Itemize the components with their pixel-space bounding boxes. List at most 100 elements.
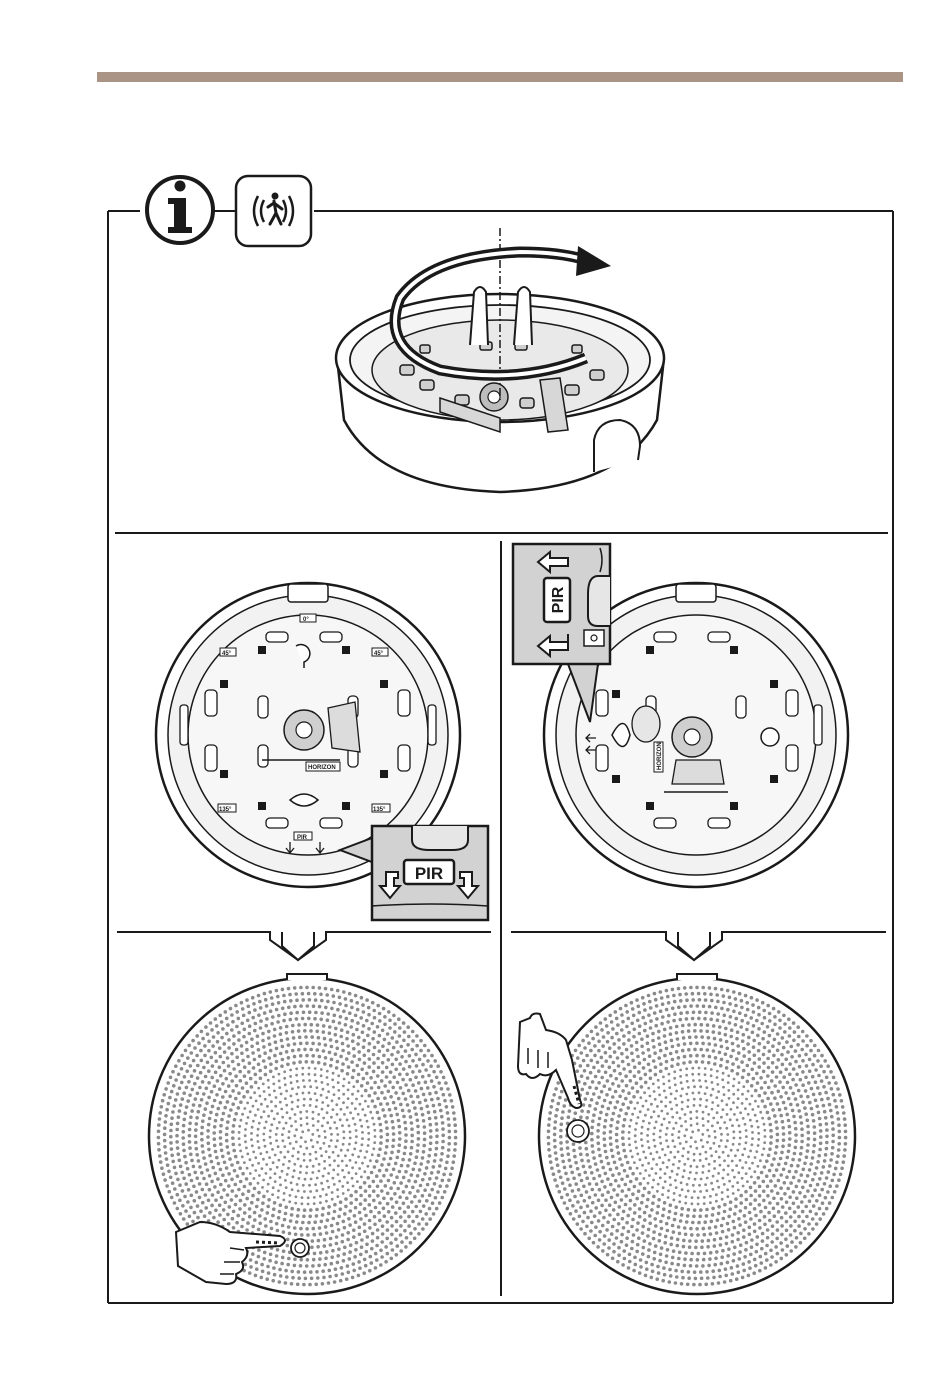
grille-hole: [327, 1090, 330, 1093]
grille-hole: [278, 1073, 281, 1076]
grille-hole: [430, 1054, 434, 1058]
grille-hole: [749, 1186, 753, 1190]
grille-hole: [648, 1069, 652, 1073]
grille-hole: [699, 1098, 702, 1101]
grille-hole: [571, 1204, 575, 1208]
grille-hole: [567, 1115, 571, 1119]
grille-hole: [391, 1120, 395, 1124]
grille-hole: [204, 1025, 208, 1029]
grille-hole: [395, 1040, 399, 1044]
grille-hole: [409, 1152, 413, 1156]
grille-hole: [354, 1014, 358, 1018]
grille-hole: [244, 1134, 247, 1137]
grille-hole: [368, 1042, 372, 1046]
grille-hole: [677, 1056, 681, 1060]
grille-hole: [330, 1116, 333, 1119]
grille-hole: [291, 1276, 295, 1280]
grille-hole: [338, 1021, 342, 1025]
grille-hole: [163, 1126, 167, 1130]
grille-hole: [699, 1190, 702, 1193]
grille-hole: [695, 1227, 699, 1231]
grille-hole: [781, 1145, 785, 1149]
pir-callout-right-label: PIR: [550, 586, 567, 613]
grille-hole: [761, 1153, 764, 1156]
grille-hole: [336, 989, 340, 993]
grille-hole: [321, 1108, 324, 1111]
grille-hole: [361, 1108, 364, 1111]
grille-hole: [620, 1178, 624, 1182]
grille-hole: [556, 1163, 560, 1167]
grille-hole: [739, 1137, 742, 1140]
grille-hole: [383, 1096, 387, 1100]
grille-hole: [257, 1162, 260, 1165]
grille-hole: [285, 1104, 288, 1107]
grille-hole: [351, 1102, 354, 1105]
grille-hole: [195, 1054, 199, 1058]
grille-hole: [395, 1200, 399, 1204]
grille-hole: [445, 1105, 449, 1109]
grille-hole: [716, 1180, 719, 1183]
mounting-base-rotate: [336, 228, 664, 492]
grille-hole: [831, 1196, 835, 1200]
grille-hole: [635, 1228, 639, 1232]
grille-hole: [818, 1148, 822, 1152]
grille-hole: [606, 1190, 610, 1194]
grille-hole: [678, 1200, 681, 1203]
grille-hole: [779, 1114, 783, 1118]
grille-hole: [637, 1189, 641, 1193]
grille-hole: [374, 1252, 378, 1256]
grille-hole: [328, 1275, 332, 1279]
grille-hole: [604, 1051, 608, 1055]
grille-hole: [653, 1110, 656, 1113]
grille-hole: [313, 1202, 316, 1205]
grille-hole: [616, 1193, 620, 1197]
grille-hole: [753, 1258, 757, 1262]
grille-hole: [430, 1098, 434, 1102]
grille-hole: [307, 1129, 310, 1132]
grille-hole: [559, 1129, 563, 1133]
grille-hole: [794, 1146, 798, 1150]
grille-hole: [781, 1036, 785, 1040]
grille-hole: [208, 1117, 212, 1121]
grille-hole: [731, 1233, 735, 1237]
grille-hole: [808, 1168, 812, 1172]
grille-hole: [711, 1213, 715, 1217]
grille-hole: [695, 1147, 698, 1150]
grille-hole: [617, 1222, 621, 1226]
grille-hole: [621, 1060, 625, 1064]
grille-hole: [267, 1115, 270, 1118]
grille-hole: [291, 1024, 295, 1028]
grille-hole: [552, 1093, 556, 1097]
grille-hole: [757, 1013, 761, 1017]
grille-hole: [273, 1273, 277, 1277]
grille-hole: [405, 1236, 409, 1240]
grille-hole: [774, 1184, 778, 1188]
grille-hole: [777, 1179, 781, 1183]
grille-hole: [245, 998, 249, 1002]
grille-hole: [257, 1140, 260, 1143]
grille-hole: [613, 1161, 617, 1165]
grille-hole: [189, 1206, 193, 1210]
grille-hole: [372, 1147, 375, 1150]
grille-hole: [411, 1210, 415, 1214]
grille-hole: [672, 1127, 675, 1130]
grille-hole: [672, 1230, 676, 1234]
grille-hole: [371, 1117, 374, 1120]
grille-hole: [760, 1247, 764, 1251]
grille-hole: [638, 1215, 642, 1219]
grille-hole: [279, 1026, 283, 1030]
grille-hole: [657, 1036, 661, 1040]
grille-hole: [177, 1152, 181, 1156]
grille-hole: [797, 1224, 801, 1228]
grille-hole: [336, 1047, 340, 1051]
grille-hole: [647, 1048, 651, 1052]
grille-hole: [395, 1175, 399, 1179]
grille-hole: [634, 1140, 637, 1143]
grille-hole: [415, 1044, 419, 1048]
grille-hole: [778, 1080, 782, 1084]
grille-hole: [771, 1061, 775, 1065]
grille-hole: [652, 1237, 656, 1241]
grille-hole: [213, 1099, 217, 1103]
grille-hole: [385, 1237, 389, 1241]
grille-hole: [314, 1092, 317, 1095]
